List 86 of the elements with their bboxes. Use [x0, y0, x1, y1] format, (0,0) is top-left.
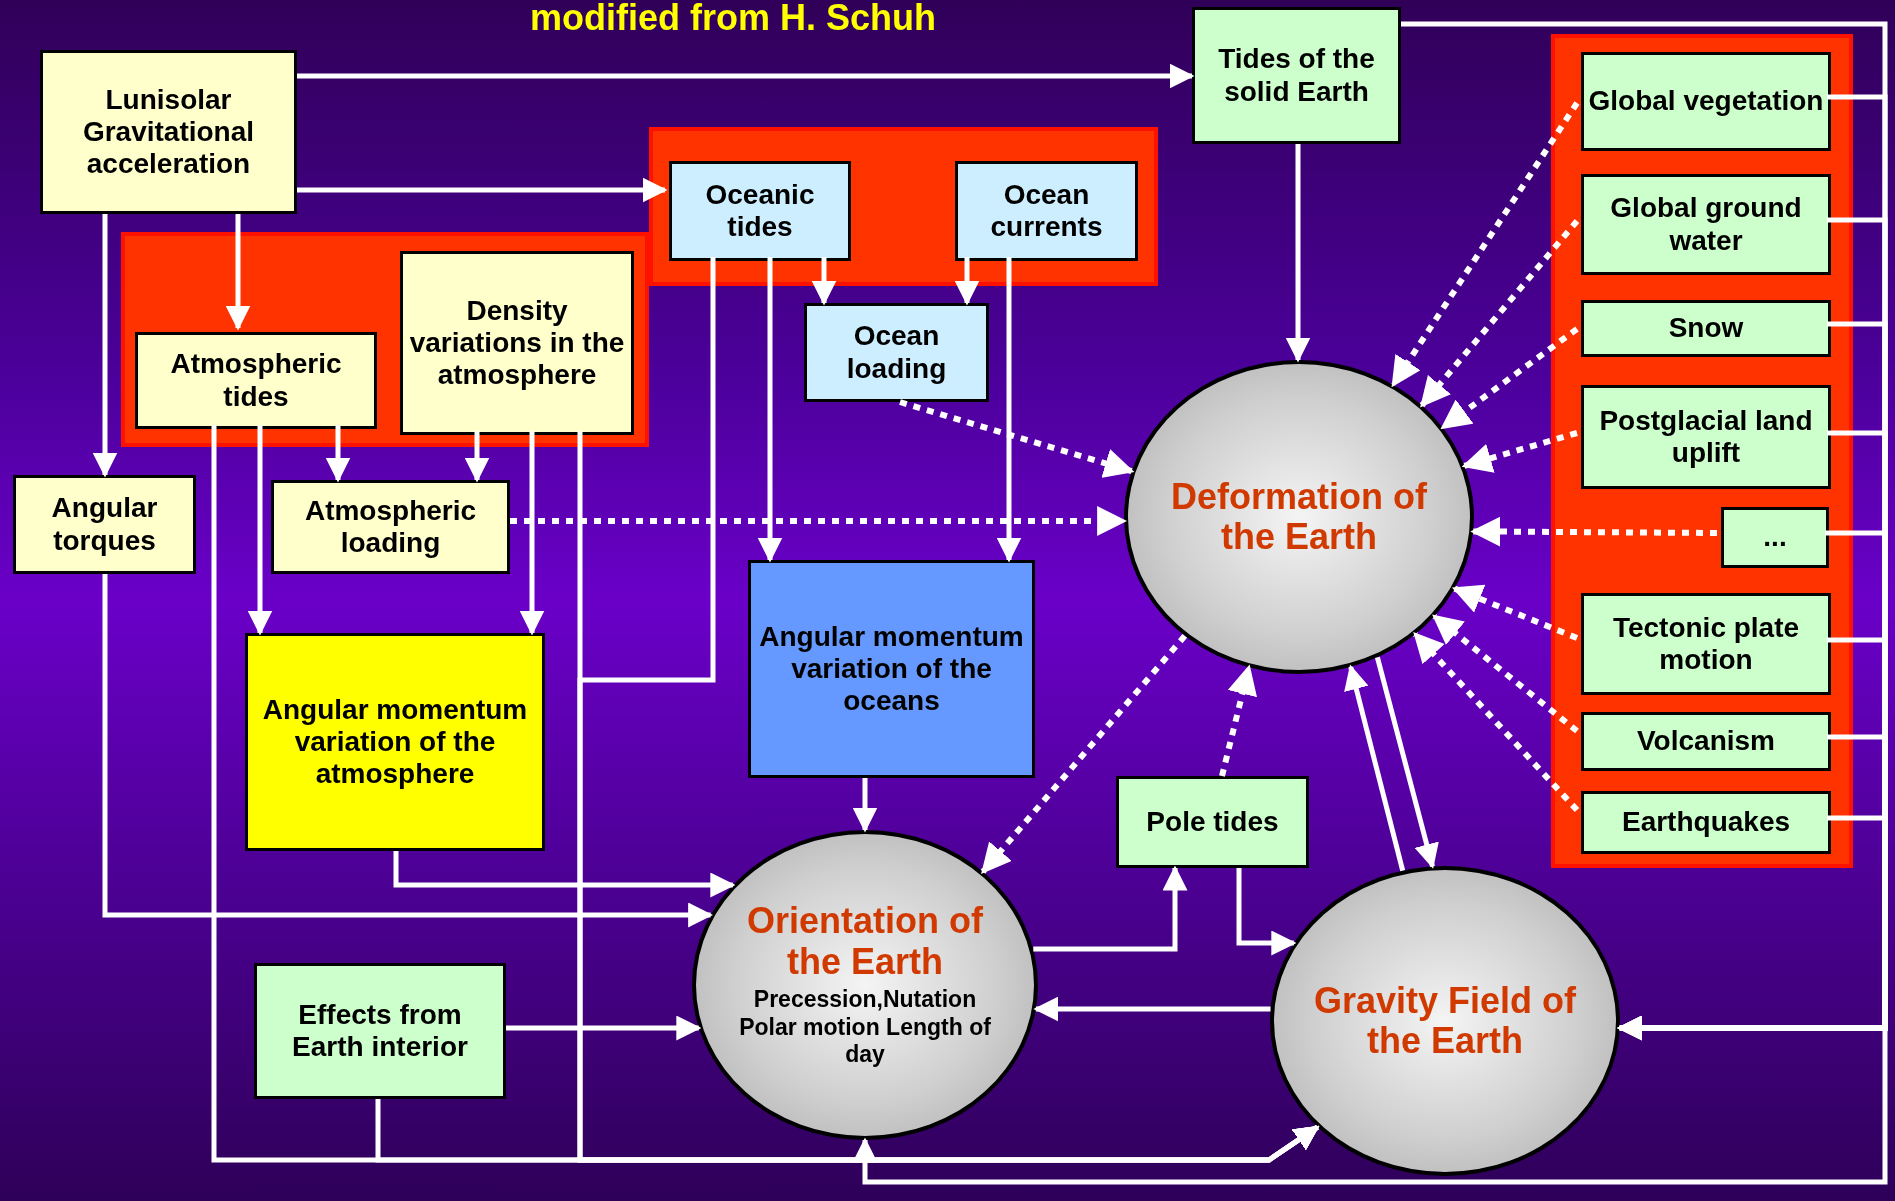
- arrow: [297, 63, 1195, 89]
- arrow: [1375, 656, 1439, 869]
- arrow: [247, 425, 273, 636]
- process-box: [135, 332, 377, 429]
- node-label: Effects from Earth interior: [291, 998, 469, 1064]
- node-label: Density variations in the atmosphere: [408, 294, 626, 392]
- arrow: [996, 257, 1022, 563]
- node-title: Orientation of the Earth: [746, 901, 984, 982]
- node-label: Global ground water: [1609, 192, 1803, 257]
- process-box: [1581, 52, 1831, 151]
- node-title: Deformation of the Earth: [1170, 476, 1428, 558]
- dashed-arrow: [1461, 430, 1578, 473]
- arrow: [954, 257, 980, 306]
- node-label: Atmospheric loading: [303, 494, 478, 560]
- group-panel: [1551, 34, 1853, 868]
- arrow: [102, 574, 714, 928]
- dashed-arrow: [899, 399, 1135, 478]
- dashed-arrow: [1440, 326, 1579, 430]
- node-label: Oceanic tides: [704, 178, 816, 244]
- arrow: [1285, 144, 1311, 363]
- dashed-arrow: [1390, 101, 1580, 388]
- process-box: [1581, 791, 1831, 854]
- arrow: [506, 1015, 702, 1041]
- node-label: Ocean currents: [989, 178, 1104, 244]
- arrow: [1236, 868, 1297, 956]
- group-panel: [121, 232, 649, 447]
- arrow: [375, 1099, 1320, 1163]
- process-box: [245, 633, 545, 851]
- node-subtitle: Precession,Nutation Polar motion Length of day: [738, 985, 992, 1069]
- node-label: Angular momentum variation of the atmosphere: [261, 693, 529, 791]
- process-box: [400, 251, 634, 435]
- attribution-text: modified from H. Schuh: [530, 0, 936, 40]
- dashed-arrow: [510, 506, 1128, 536]
- node-label: Lunisolar Gravitational acceleration: [81, 83, 256, 181]
- process-box: [1721, 507, 1829, 568]
- process-box: [254, 963, 506, 1099]
- arrow: [852, 1028, 1888, 1185]
- process-box: [1116, 776, 1309, 868]
- arrow: [393, 851, 736, 898]
- process-box: [1581, 593, 1831, 695]
- process-box: [804, 303, 989, 402]
- process-box: [40, 50, 297, 214]
- node-label: Earthquakes: [1621, 806, 1791, 839]
- arrow: [1617, 815, 1888, 1041]
- node-label: ...: [1763, 521, 1787, 554]
- node-label: Tectonic plate motion: [1611, 611, 1801, 677]
- arrow: [811, 257, 837, 306]
- process-box: [1581, 712, 1831, 771]
- process-box: [271, 480, 510, 574]
- node-label: Pole tides: [1146, 805, 1279, 839]
- arrow: [519, 431, 545, 636]
- arrow: [1344, 664, 1406, 872]
- node-label: Snow: [1668, 312, 1744, 345]
- arrow: [92, 214, 118, 478]
- process-box: [1581, 385, 1831, 489]
- arrow: [464, 431, 490, 483]
- node-label: Angular momentum variation of the oceans: [758, 620, 1025, 718]
- node-label: Postglacial land uplift: [1598, 404, 1814, 470]
- arrow: [297, 177, 668, 203]
- dashed-arrow: [1219, 664, 1257, 777]
- process-box: [13, 475, 196, 574]
- node-label: Atmospheric tides: [169, 348, 343, 413]
- process-box: [1581, 174, 1831, 275]
- process-box: [955, 161, 1138, 261]
- node-label: Volcanism: [1637, 725, 1775, 758]
- node-title: Gravity Field of the Earth: [1312, 980, 1578, 1062]
- dashed-arrow: [1451, 584, 1579, 641]
- node-label: Tides of the solid Earth: [1217, 43, 1376, 108]
- arrow: [757, 257, 783, 563]
- group-panel: [649, 127, 1158, 286]
- arrow: [225, 214, 251, 331]
- node-label: Global vegetation: [1588, 85, 1824, 118]
- dashed-arrow: [1413, 632, 1580, 813]
- arrow: [1033, 996, 1271, 1022]
- node-label: Ocean loading: [845, 320, 948, 385]
- node-label: Angular torques: [50, 492, 159, 557]
- dashed-arrow: [980, 633, 1188, 874]
- dashed-arrow: [1419, 219, 1580, 408]
- process-box: [1581, 300, 1831, 357]
- process-box: [1192, 7, 1401, 144]
- arrow: [852, 778, 878, 833]
- dashed-arrow: [1470, 516, 1718, 547]
- arrow: [325, 425, 351, 483]
- process-box: [669, 161, 851, 261]
- arrow: [1033, 865, 1188, 952]
- process-box: [748, 560, 1035, 778]
